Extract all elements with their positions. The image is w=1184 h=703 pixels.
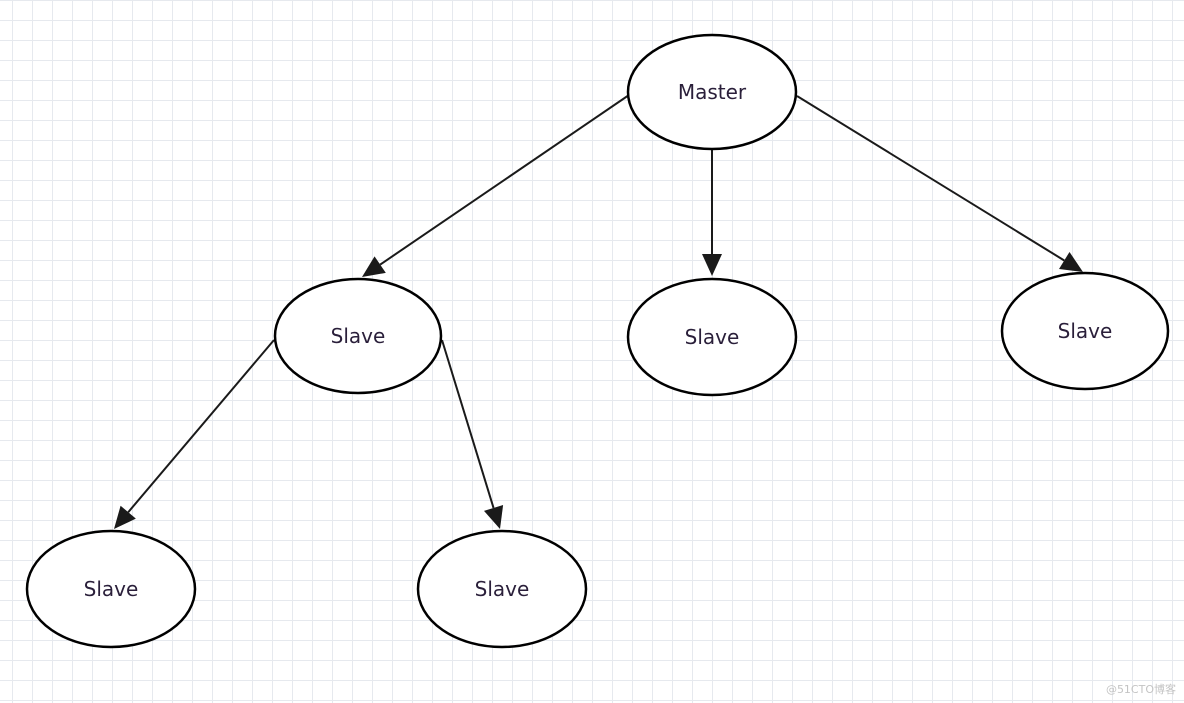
node-label: Slave: [84, 577, 139, 601]
node-ellipse: [626, 277, 798, 397]
node-label: Slave: [685, 325, 740, 349]
node-label: Slave: [331, 324, 386, 348]
edge-master-to-slave-3: [796, 95, 1083, 272]
edge-line: [796, 95, 1065, 262]
arrowhead-icon: [1059, 251, 1083, 272]
node-label: Slave: [475, 577, 530, 601]
node-slave-2: Slave: [626, 277, 798, 397]
edge-line: [127, 339, 275, 513]
arrowhead-icon: [702, 254, 722, 276]
node-ellipse: [626, 33, 798, 151]
edge-slave-1-to-slave-5: [441, 339, 504, 529]
node-ellipse: [1000, 271, 1170, 391]
edges-layer: [114, 94, 1083, 529]
node-ellipse: [416, 529, 588, 649]
node-slave-5: Slave: [416, 529, 588, 649]
node-slave-4: Slave: [25, 529, 197, 649]
arrowhead-icon: [362, 256, 386, 277]
node-ellipse: [273, 277, 443, 395]
watermark-text: @51CTO博客: [1105, 683, 1176, 696]
node-label: Slave: [1058, 319, 1113, 343]
node-master: Master: [626, 33, 798, 151]
edge-line: [379, 94, 630, 266]
node-label: Master: [678, 80, 747, 104]
edge-slave-1-to-slave-4: [114, 339, 275, 529]
edge-line: [441, 339, 495, 509]
node-slave-1: Slave: [273, 277, 443, 395]
node-slave-3: Slave: [1000, 271, 1170, 391]
node-ellipse: [25, 529, 197, 649]
arrowhead-icon: [483, 505, 504, 529]
edge-master-to-slave-1: [362, 94, 630, 277]
edge-master-to-slave-2: [702, 150, 722, 276]
arrowhead-icon: [114, 505, 136, 529]
